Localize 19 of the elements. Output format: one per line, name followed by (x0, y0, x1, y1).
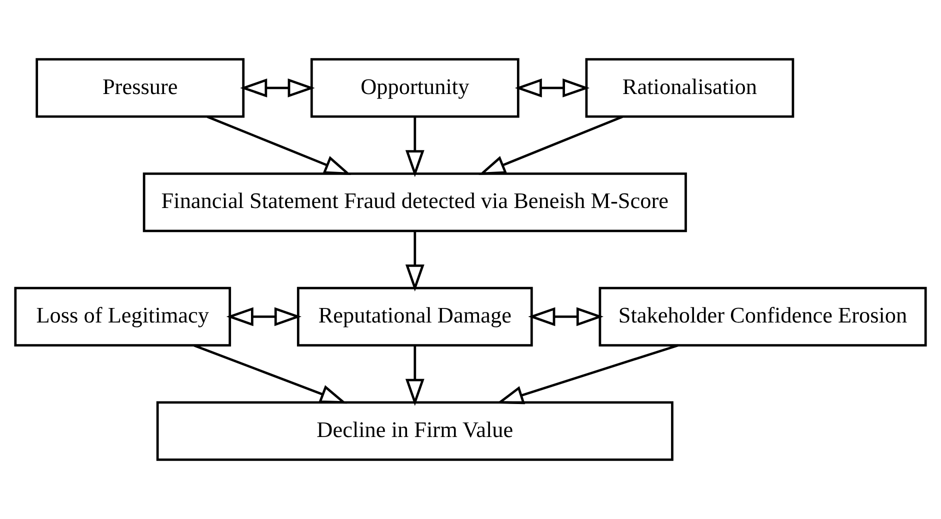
arrow (405, 346, 424, 406)
arrow (528, 307, 604, 326)
arrow (226, 307, 302, 326)
node-box: Pressure (36, 58, 245, 118)
node-box: Loss of Legitimacy (14, 286, 232, 346)
arrow (240, 78, 315, 98)
arrow (514, 78, 590, 98)
arrow (478, 116, 623, 175)
node-box: Rationalisation (585, 58, 794, 118)
node-box: Stakeholder Confidence Erosion (598, 286, 927, 346)
node-box: Decline in Firm Value (156, 401, 674, 461)
arrow (405, 231, 424, 292)
arrow (405, 117, 424, 178)
arrow (194, 344, 347, 404)
arrow (206, 116, 352, 175)
node-box: Reputational Damage (296, 286, 533, 346)
node-box: Opportunity (310, 58, 520, 118)
node-box: Financial Statement Fraud detected via Beneish M-Score (142, 172, 687, 232)
arrow (496, 344, 678, 404)
